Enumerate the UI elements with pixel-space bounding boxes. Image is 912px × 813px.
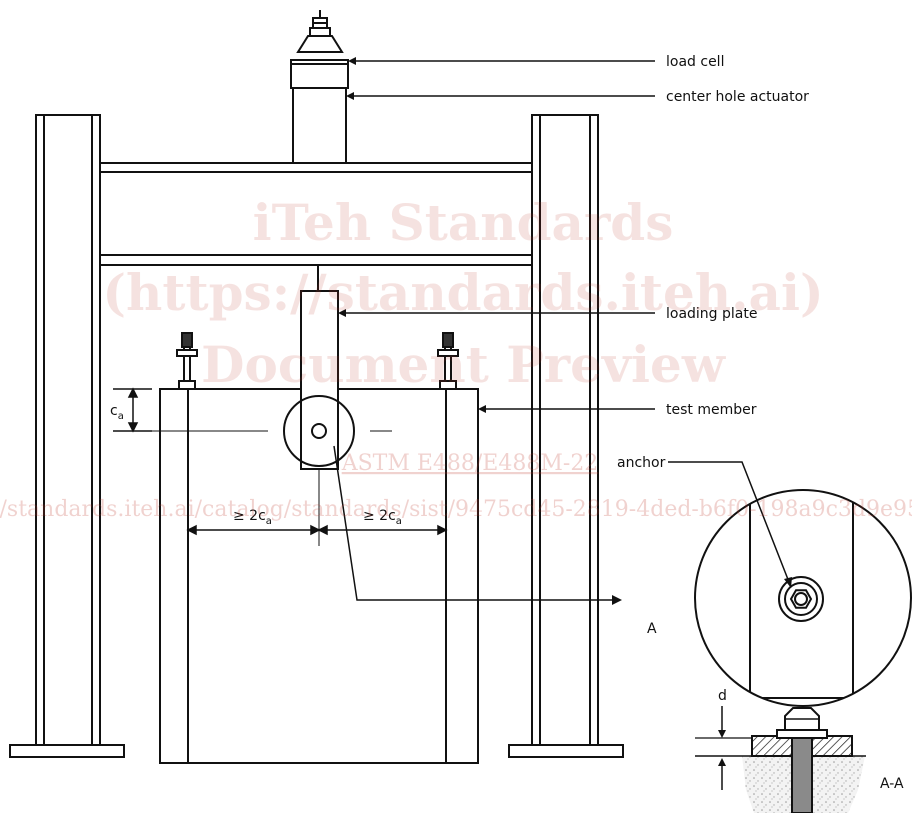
edge-distance-dimension xyxy=(113,387,152,433)
detail-view-circle xyxy=(694,489,912,707)
watermark: iTeh Standards (https://standards.iteh.a… xyxy=(0,193,912,522)
loading-plate xyxy=(300,290,339,470)
watermark-line-4: ASTM E488/E488M-22 xyxy=(341,451,599,476)
anchor-nut-detail xyxy=(778,576,824,622)
section-leader xyxy=(333,445,622,605)
anchor-leader xyxy=(668,461,792,588)
label-test-member: test member xyxy=(666,402,757,418)
right-reaction-column xyxy=(508,114,624,758)
section-aa-detail xyxy=(695,706,866,813)
tie-down-bolt-left xyxy=(176,332,198,390)
section-marker-label: A xyxy=(647,621,657,637)
spacing-dimension-right xyxy=(317,524,448,536)
watermark-line-1: iTeh Standards xyxy=(253,193,674,252)
center-hole-actuator xyxy=(292,87,347,164)
depth-label: d xyxy=(718,688,727,704)
label-load-cell: load cell xyxy=(666,54,724,70)
spacing-dimension-left xyxy=(186,524,321,536)
label-anchor: anchor xyxy=(617,455,666,471)
tie-down-bolt-right xyxy=(437,332,459,390)
spacing-label-right: ≥ 2ca xyxy=(363,508,402,527)
watermark-line-3: Document Preview xyxy=(201,335,727,394)
anchor-head xyxy=(283,395,355,467)
watermark-line-5: https://standards.iteh.ai/catalog/standa… xyxy=(0,497,912,522)
centerlines xyxy=(134,430,392,546)
label-loading-plate: loading plate xyxy=(666,306,757,322)
watermark-line-2: (https://standards.iteh.ai) xyxy=(102,263,823,322)
label-leaders xyxy=(338,57,655,413)
spacing-label-left: ≥ 2ca xyxy=(233,508,272,527)
edge-distance-label: ca xyxy=(110,403,124,422)
load-cell xyxy=(290,10,349,89)
label-center-hole-actuator: center hole actuator xyxy=(666,89,809,105)
section-aa-label: A-A xyxy=(880,776,904,792)
cross-beam xyxy=(99,162,533,266)
left-reaction-column xyxy=(9,114,125,758)
